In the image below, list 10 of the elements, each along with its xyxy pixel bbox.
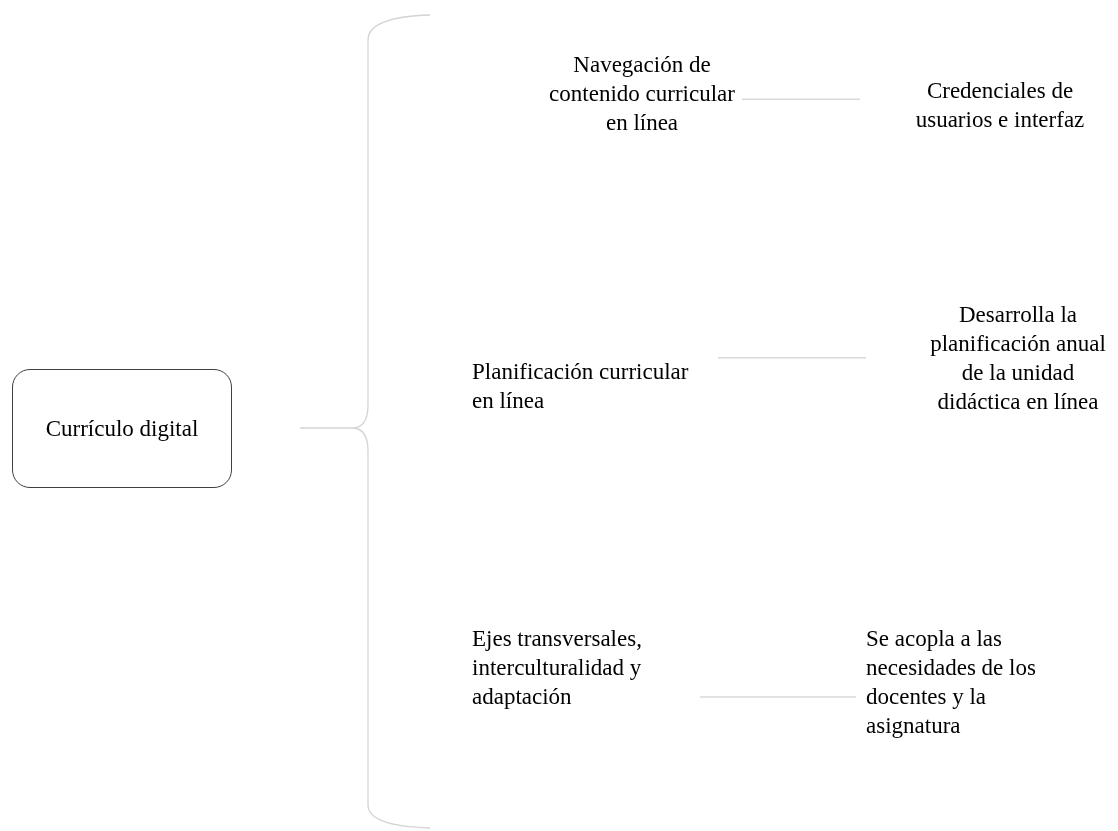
node-text: Planificación curricular en línea xyxy=(472,358,690,415)
node-text: Ejes transversales, interculturalidad y adaptación xyxy=(472,625,643,711)
node-text: Se acopla a las necesidades de los docentes y la asignatura xyxy=(866,625,1037,740)
node-text: Credenciales de usuarios e interfaz xyxy=(914,77,1086,134)
box-label: Currículo digital xyxy=(45,415,199,443)
connector-line xyxy=(741,98,861,100)
connector-line xyxy=(717,357,867,359)
rounded-box xyxy=(12,369,232,488)
node-text: Navegación de contenido curricular en línea xyxy=(548,51,736,137)
node-text: Desarrolla la planificación anual de la unidad didáctica en línea xyxy=(929,301,1107,416)
